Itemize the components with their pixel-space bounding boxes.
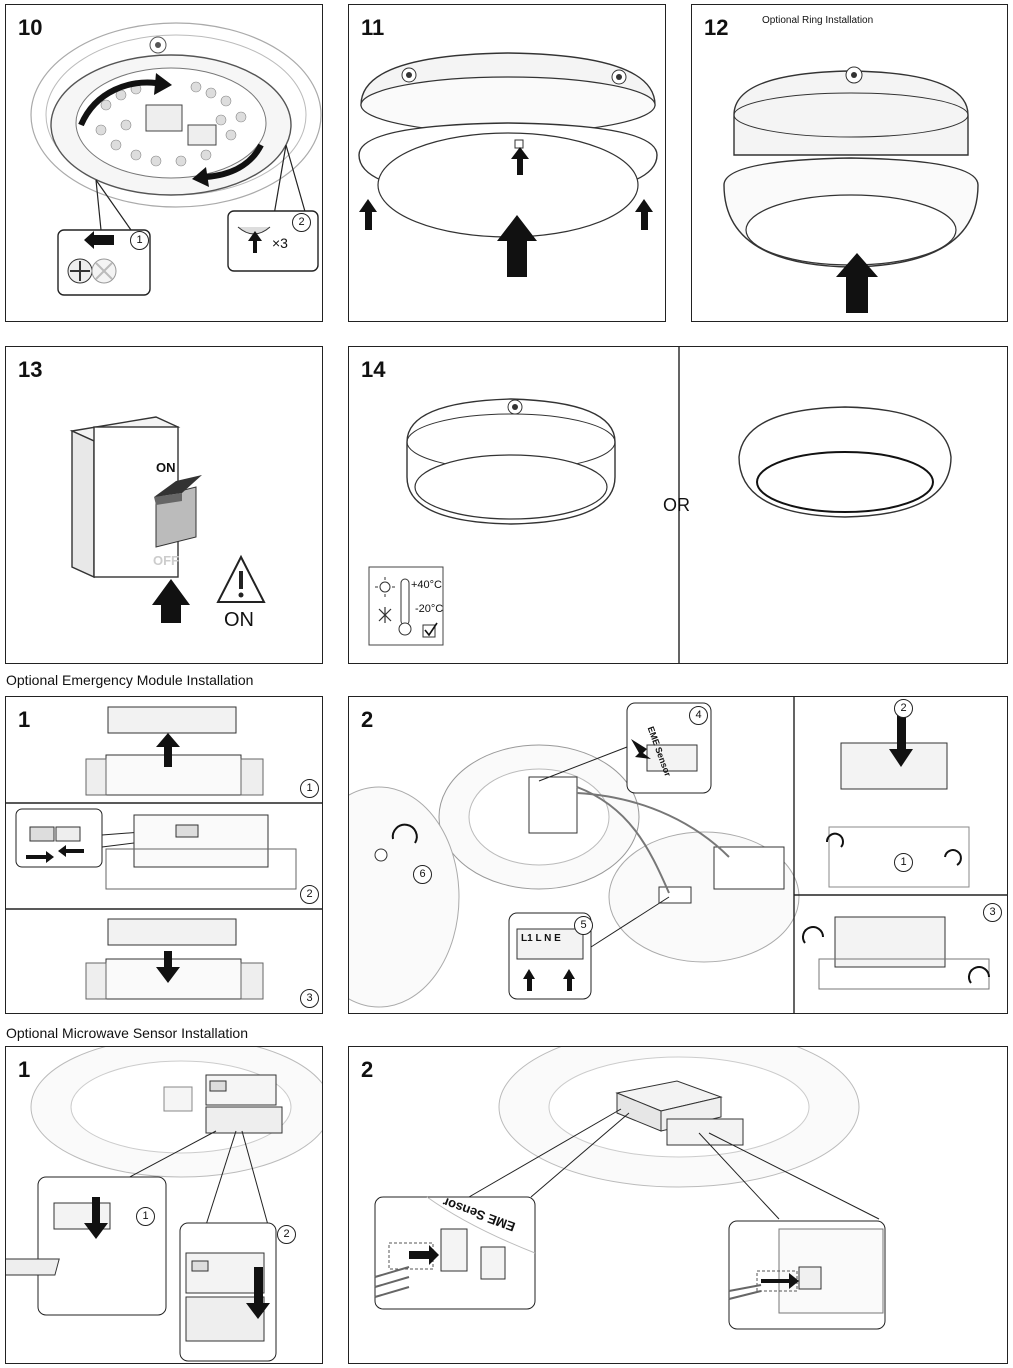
callout-badge: 1 [136, 1207, 155, 1226]
microwave-section-title: Optional Microwave Sensor Installation [6, 1025, 249, 1041]
panel-step-10: 10 [5, 4, 323, 322]
optional-ring-note: Optional Ring Installation [762, 15, 874, 26]
ring-installation-illustration [723, 66, 979, 313]
on-instruction-label: ON [224, 609, 254, 631]
finished-luminaire-illustration [368, 347, 952, 663]
callout-badge: 2 [894, 699, 913, 718]
callout-badge: 4 [689, 706, 708, 725]
microwave-sensor-mount-illustration [6, 1047, 322, 1362]
callout-badge: 6 [413, 865, 432, 884]
callout-badge: 2 [300, 885, 319, 904]
step-number: 13 [18, 357, 43, 382]
step-number: 10 [18, 15, 43, 40]
step-number: 1 [18, 1057, 31, 1082]
step-number: 2 [361, 707, 374, 732]
callout-badge: 2 [292, 213, 311, 232]
callout-badge: 1 [130, 231, 149, 250]
off-switch-label: OFF [153, 553, 179, 568]
or-label: OR [663, 495, 690, 515]
emergency-panel-step-2: 2 EME Sensor L1 L N E 4 5 6 [348, 696, 1008, 1014]
min-temperature-label: -20°C [415, 603, 444, 615]
max-temperature-label: +40°C [411, 579, 443, 591]
callout-badge: 1 [300, 779, 319, 798]
step-number: 2 [361, 1057, 374, 1082]
step-number: 1 [18, 707, 31, 732]
step-number: 14 [361, 357, 386, 382]
callout-badge: 3 [983, 903, 1002, 922]
terminal-label: L1 L N E [521, 933, 561, 944]
panel-step-11: 11 [348, 4, 666, 322]
panel-step-14: 14 OR +40°C -20°C [348, 346, 1008, 664]
emergency-panel-step-1: 1 1 2 3 [5, 696, 323, 1014]
on-switch-label: ON [156, 460, 176, 475]
emergency-wiring-illustration [349, 697, 1007, 1013]
emergency-section-title: Optional Emergency Module Installation [6, 672, 254, 688]
emergency-module-battery-illustration [6, 706, 322, 1000]
panel-step-12: 12 Optional Ring Installation [691, 4, 1008, 322]
diffuser-attach-illustration [358, 52, 658, 277]
microwave-connector-illustration [374, 1047, 886, 1330]
callout-badge: 5 [574, 916, 593, 935]
step-number: 12 [704, 15, 729, 40]
multiplier-label: ×3 [272, 235, 288, 251]
panel-step-13: 13 ON OFF ON [5, 346, 323, 664]
callout-badge: 3 [300, 989, 319, 1008]
callout-badge: 2 [277, 1225, 296, 1244]
step-number: 11 [361, 15, 385, 40]
breaker-switch-illustration [69, 416, 266, 623]
base-plate-rotation-illustration [30, 22, 322, 296]
microwave-panel-step-2: 2 EME Sensor [348, 1046, 1008, 1364]
callout-badge: 1 [894, 853, 913, 872]
microwave-panel-step-1: 1 1 2 [5, 1046, 323, 1364]
